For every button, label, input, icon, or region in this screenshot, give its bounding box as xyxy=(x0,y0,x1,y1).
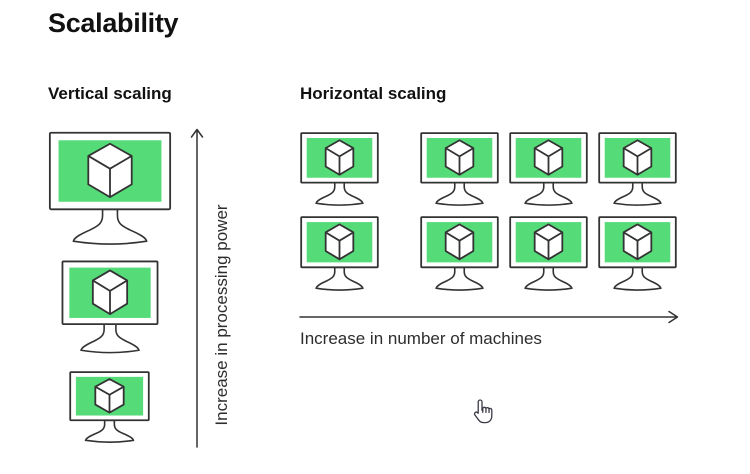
horizontal-scaling-heading: Horizontal scaling xyxy=(300,84,447,103)
monitor-icon-small xyxy=(69,371,150,443)
monitor-icon-grid-r2c3 xyxy=(509,216,588,291)
monitor-icon-large xyxy=(48,131,172,246)
monitor-icon-grid-r2c2 xyxy=(420,216,499,291)
horizontal-axis-label: Increase in number of machines xyxy=(300,329,542,348)
monitor-icon-grid-r2c1 xyxy=(300,216,379,291)
monitor-icon-grid-r1c3 xyxy=(509,132,588,206)
processing-power-arrow-icon xyxy=(190,128,204,448)
monitor-icon-grid-r1c2 xyxy=(420,132,499,206)
hand-cursor-icon xyxy=(473,399,493,424)
monitor-icon-medium xyxy=(61,260,159,354)
vertical-axis-label: Increase in processing power xyxy=(212,204,231,426)
monitor-icon-grid-r1c4 xyxy=(598,132,677,206)
monitor-icon-grid-r2c4 xyxy=(598,216,677,291)
vertical-scaling-heading: Vertical scaling xyxy=(48,84,172,103)
number-of-machines-arrow-icon xyxy=(299,310,679,324)
page-title: Scalability xyxy=(48,8,179,38)
monitor-icon-grid-r1c1 xyxy=(300,132,379,206)
